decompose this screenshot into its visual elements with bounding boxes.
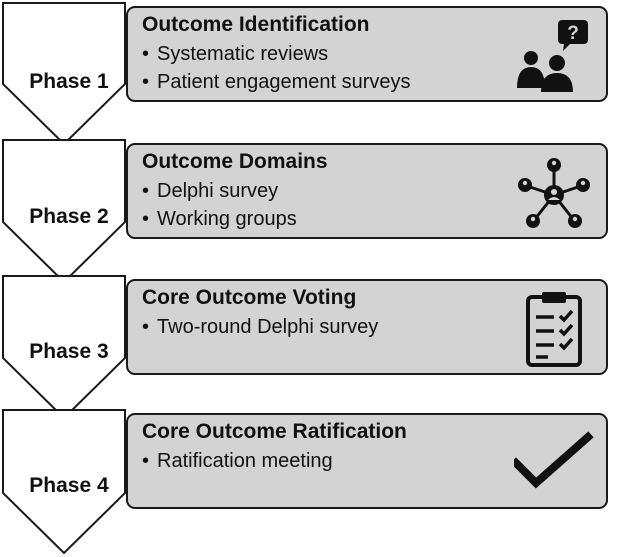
chevron-phase-4 bbox=[2, 409, 126, 555]
phase-3-label: Phase 3 bbox=[29, 340, 109, 363]
checkmark-icon bbox=[514, 431, 594, 489]
people-question-icon: ? bbox=[517, 20, 588, 92]
chevron-phase-2 bbox=[2, 139, 126, 284]
phase-2-bullets: Delphi survey Working groups bbox=[142, 177, 297, 233]
chevron-phase-3 bbox=[2, 275, 126, 420]
phase-2-label: Phase 2 bbox=[29, 205, 109, 228]
phase-4-bullets: Ratification meeting bbox=[142, 447, 333, 475]
phase-3-title: Core Outcome Voting bbox=[142, 286, 357, 309]
clipboard-checklist-icon bbox=[526, 292, 582, 367]
phase-4-label: Phase 4 bbox=[29, 474, 109, 497]
phase-4-box: Core Outcome Ratification Ratification m… bbox=[126, 413, 608, 509]
bullet-item: Ratification meeting bbox=[142, 447, 333, 475]
bullet-item: Delphi survey bbox=[142, 177, 297, 205]
phase-2-title: Outcome Domains bbox=[142, 150, 328, 173]
bullet-item: Two-round Delphi survey bbox=[142, 313, 378, 341]
phase-3-box: Core Outcome Voting Two-round Delphi sur… bbox=[126, 279, 608, 375]
phase-1-label: Phase 1 bbox=[29, 70, 109, 93]
bullet-item: Working groups bbox=[142, 205, 297, 233]
bullet-item: Patient engagement surveys bbox=[142, 68, 411, 96]
svg-text:?: ? bbox=[567, 23, 579, 44]
network-people-icon bbox=[518, 158, 590, 228]
phase-3-bullets: Two-round Delphi survey bbox=[142, 313, 378, 341]
phase-1-box: Outcome Identification Systematic review… bbox=[126, 6, 608, 102]
chevron-phase-1 bbox=[2, 2, 126, 146]
phase-2-box: Outcome Domains Delphi survey Working gr… bbox=[126, 143, 608, 239]
phase-1-title: Outcome Identification bbox=[142, 13, 370, 36]
bullet-item: Systematic reviews bbox=[142, 40, 411, 68]
phase-4-title: Core Outcome Ratification bbox=[142, 420, 407, 443]
phase-1-bullets: Systematic reviews Patient engagement su… bbox=[142, 40, 411, 96]
